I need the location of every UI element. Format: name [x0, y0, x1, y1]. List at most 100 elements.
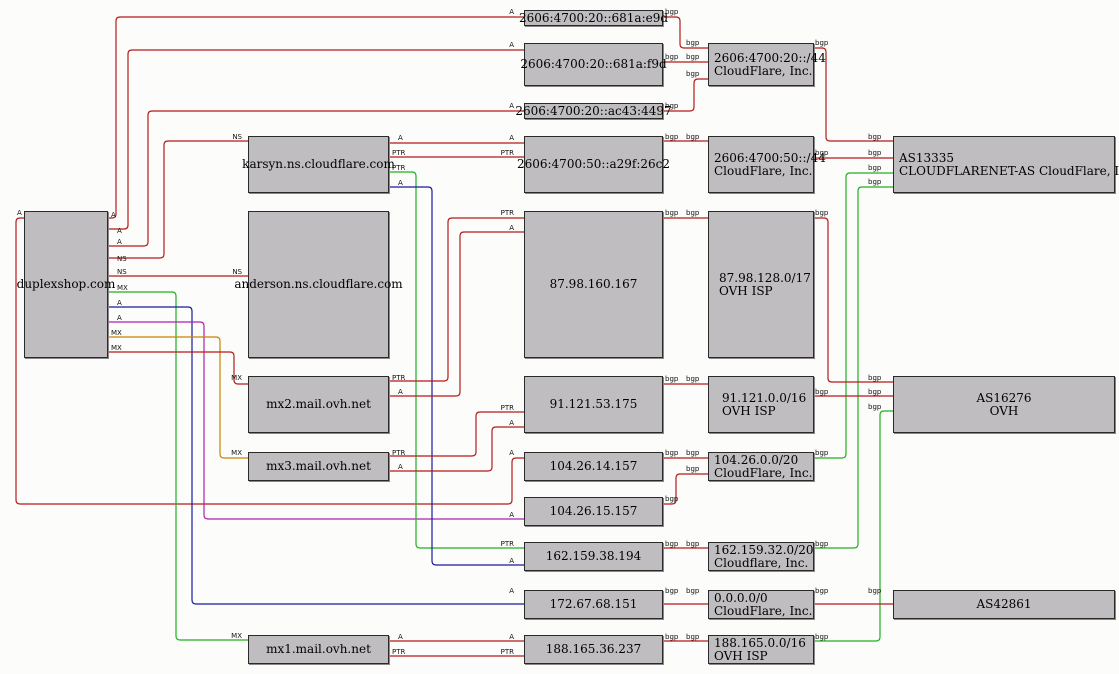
edge-label-a: A — [509, 557, 514, 565]
node-label: 91.121.53.175 — [549, 397, 638, 411]
node-label: 172.67.68.151 — [549, 597, 638, 611]
prefix-node-87[interactable]: 87.98.128.0/17 OVH ISP — [708, 211, 814, 358]
edge-label-a: A — [117, 227, 122, 235]
edge-label-bgp: bgp — [815, 449, 829, 457]
edge-label-bgp: bgp — [686, 133, 700, 141]
mx-node-mx1[interactable]: mx1.mail.ovh.net — [248, 635, 389, 664]
prefix-label: 104.26.0.0/20 — [714, 452, 799, 467]
prefix-node-162[interactable]: 162.159.32.0/20 Cloudflare, Inc. — [708, 542, 814, 571]
owner-label: CloudFlare, Inc. — [714, 63, 813, 78]
edge-label-mx: MX — [231, 632, 242, 640]
edge-ns-record — [108, 140, 248, 259]
edge-bgp — [814, 172, 893, 459]
edge-label-a: A — [117, 238, 122, 246]
asn-node-16276[interactable]: AS16276 OVH — [893, 376, 1115, 433]
edge-label-bgp: bgp — [665, 495, 679, 503]
prefix-node-91[interactable]: 91.121.0.0/16 OVH ISP — [708, 376, 814, 433]
mx-node-mx3[interactable]: mx3.mail.ovh.net — [248, 452, 389, 481]
prefix-node-2606-50[interactable]: 2606:4700:50::/44 CloudFlare, Inc. — [708, 136, 826, 193]
ip-node-188[interactable]: 188.165.36.237 — [524, 635, 663, 664]
edge-label-bgp: bgp — [686, 39, 700, 47]
edge-label-bgp: bgp — [665, 53, 679, 61]
edge-label-a: A — [509, 419, 514, 427]
ip-node-91[interactable]: 91.121.53.175 — [524, 376, 663, 433]
edge-label-ns: NS — [232, 268, 242, 276]
asn-owner-label: OVH — [989, 403, 1019, 418]
edge-label-ptr: PTR — [501, 209, 514, 217]
edge-label-ptr: PTR — [392, 648, 405, 656]
edge-label-a: A — [509, 8, 514, 16]
prefix-label: 91.121.0.0/16 — [722, 390, 807, 405]
edge-a-record — [389, 231, 524, 397]
edge-label-a: A — [117, 299, 122, 307]
prefix-node-188[interactable]: 188.165.0.0/16 OVH ISP — [708, 635, 814, 664]
ip-node-162[interactable]: 162.159.38.194 — [524, 542, 663, 571]
node-label: 87.98.160.167 — [549, 277, 638, 291]
edge-label-bgp: bgp — [665, 540, 679, 548]
ip-node-104-14[interactable]: 104.26.14.157 — [524, 452, 663, 481]
edge-label-a: A — [398, 179, 403, 187]
edge-label-a: A — [509, 633, 514, 641]
edge-label-bgp: bgp — [868, 374, 882, 382]
mx-node-mx2[interactable]: mx2.mail.ovh.net — [248, 376, 389, 433]
edge-label-a: A — [509, 224, 514, 232]
node-label: 104.26.15.157 — [549, 504, 638, 518]
node-label: karsyn.ns.cloudflare.com — [242, 157, 395, 171]
edge-mx-record — [108, 336, 248, 459]
edge-label-bgp: bgp — [686, 375, 700, 383]
edge-label-bgp: bgp — [868, 403, 882, 411]
edge-label-a: A — [398, 388, 403, 396]
edge-label-bgp: bgp — [665, 449, 679, 457]
edge-label-bgp: bgp — [686, 70, 700, 78]
node-label: 2606:4700:20::681a:f9d — [520, 57, 667, 71]
ip-node-104-15[interactable]: 104.26.15.157 — [524, 497, 663, 526]
asn-label: AS16276 — [976, 390, 1032, 405]
node-label: mx1.mail.ovh.net — [266, 642, 371, 656]
ip-node-4497[interactable]: 2606:4700:20::ac43:4497 — [515, 103, 672, 119]
owner-label: CloudFlare, Inc. — [714, 603, 813, 618]
edge-label-bgp: bgp — [868, 178, 882, 186]
edge-label-ptr: PTR — [501, 540, 514, 548]
ip-node-87[interactable]: 87.98.160.167 — [524, 211, 663, 358]
edge-label-ptr: PTR — [501, 648, 514, 656]
edge-label-mx: MX — [117, 284, 128, 292]
ip-node-e9d[interactable]: 2606:4700:20::681a:e9d — [519, 10, 668, 26]
edge-a-record — [108, 321, 524, 520]
edge-label-bgp: bgp — [686, 209, 700, 217]
owner-label: CloudFlare, Inc. — [714, 465, 813, 480]
prefix-node-104[interactable]: 104.26.0.0/20 CloudFlare, Inc. — [708, 452, 814, 481]
edge-label-bgp: bgp — [665, 102, 679, 110]
asn-node-42861[interactable]: AS42861 — [893, 590, 1115, 619]
edge-label-bgp: bgp — [868, 149, 882, 157]
asn-node-13335[interactable]: AS13335 CLOUDFLARENET-AS CloudFlare, Inc… — [893, 136, 1119, 193]
edge-label-bgp: bgp — [665, 133, 679, 141]
edge-label-bgp: bgp — [665, 375, 679, 383]
ns-node-anderson[interactable]: anderson.ns.cloudflare.com — [234, 211, 403, 358]
ip-node-f9d[interactable]: 2606:4700:20::681a:f9d — [520, 43, 667, 86]
edge-ptr-record — [389, 217, 524, 382]
edge-label-bgp: bgp — [815, 209, 829, 217]
edge-label-bgp: bgp — [815, 540, 829, 548]
prefix-node-default[interactable]: 0.0.0.0/0 CloudFlare, Inc. — [708, 590, 814, 619]
ns-node-karsyn[interactable]: karsyn.ns.cloudflare.com — [242, 136, 395, 193]
prefix-label: 2606:4700:50::/44 — [714, 150, 826, 165]
edge-label-a: A — [111, 211, 116, 219]
edge-bgp — [814, 186, 893, 549]
owner-label: Cloudflare, Inc. — [714, 555, 809, 570]
edge-label-bgp: bgp — [686, 449, 700, 457]
domain-node-duplexshop[interactable]: duplexshop.com — [17, 211, 115, 358]
edge-label-bgp: bgp — [686, 587, 700, 595]
edge-label-a: A — [509, 134, 514, 142]
ip-node-26c2[interactable]: 2606:4700:50::a29f:26c2 — [517, 136, 670, 193]
prefix-node-2606-20[interactable]: 2606:4700:20::/44 CloudFlare, Inc. — [708, 43, 826, 86]
edge-label-mx: MX — [111, 329, 122, 337]
edge-label-a: A — [398, 633, 403, 641]
ip-node-172[interactable]: 172.67.68.151 — [524, 590, 663, 619]
edge-label-a: A — [509, 587, 514, 595]
edge-label-bgp: bgp — [815, 388, 829, 396]
edge-label-a: A — [509, 41, 514, 49]
edge-label-ptr: PTR — [501, 404, 514, 412]
edge-bgp — [814, 217, 893, 383]
